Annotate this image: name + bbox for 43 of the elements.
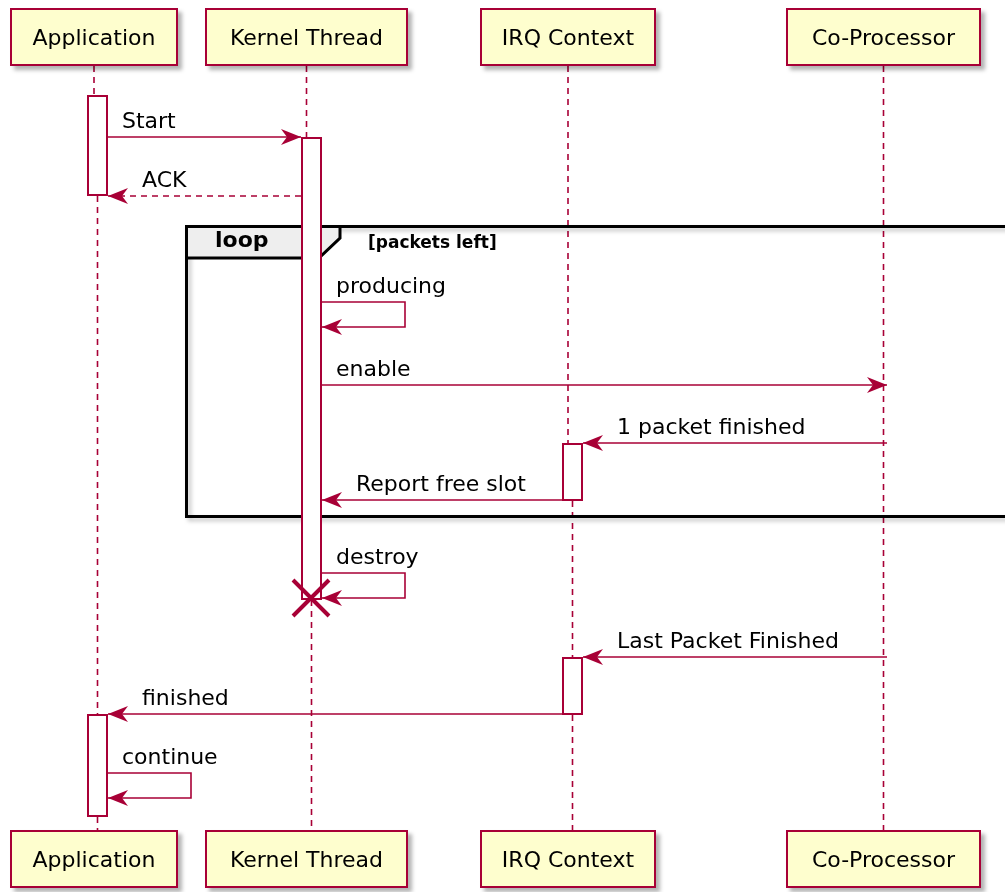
participant-box: Co-Processor: [786, 8, 981, 66]
participant-box: IRQ Context: [480, 8, 656, 66]
participant-box: Application: [10, 8, 178, 66]
guard-condition: [packets left]: [368, 232, 497, 252]
message-arrow: [107, 772, 192, 806]
participant-box: Application: [10, 830, 178, 888]
message-label: destroy: [336, 545, 419, 569]
participant-box: Co-Processor: [786, 830, 981, 888]
message-label: producing: [336, 274, 446, 298]
lifeline: [305, 65, 308, 138]
activation-bar: [87, 95, 108, 196]
message-arrow: [321, 301, 406, 335]
message-label: enable: [336, 357, 411, 381]
lifeline: [571, 500, 574, 658]
lifeline: [93, 65, 95, 96]
lifeline: [567, 65, 569, 444]
participant-box: Kernel Thread: [205, 830, 408, 888]
activation-bar: [87, 714, 108, 817]
lifeline: [96, 816, 99, 831]
message-arrow: [321, 572, 406, 606]
participant-box: Kernel Thread: [205, 8, 408, 66]
message-label: Report free slot: [356, 472, 526, 496]
message-arrow: [321, 492, 563, 508]
message-arrow: [107, 706, 563, 722]
lifeline: [882, 65, 885, 831]
loop-keyword: loop: [215, 227, 269, 252]
lifeline: [571, 714, 574, 831]
message-label: Start: [122, 109, 176, 133]
participant-box: IRQ Context: [480, 830, 656, 888]
message-arrow: [582, 435, 888, 451]
message-label: ACK: [142, 168, 187, 192]
message-label: 1 packet finished: [617, 415, 806, 439]
message-label: finished: [142, 686, 229, 710]
lifeline: [96, 195, 99, 715]
message-label: continue: [122, 745, 218, 769]
activation-bar: [562, 657, 583, 715]
activation-bar: [562, 443, 583, 501]
message-arrow: [582, 649, 888, 665]
message-label: Last Packet Finished: [617, 629, 839, 653]
message-arrow: [107, 188, 302, 204]
message-arrow: [107, 129, 302, 145]
message-arrow: [321, 377, 888, 393]
activation-bar: [301, 137, 322, 600]
